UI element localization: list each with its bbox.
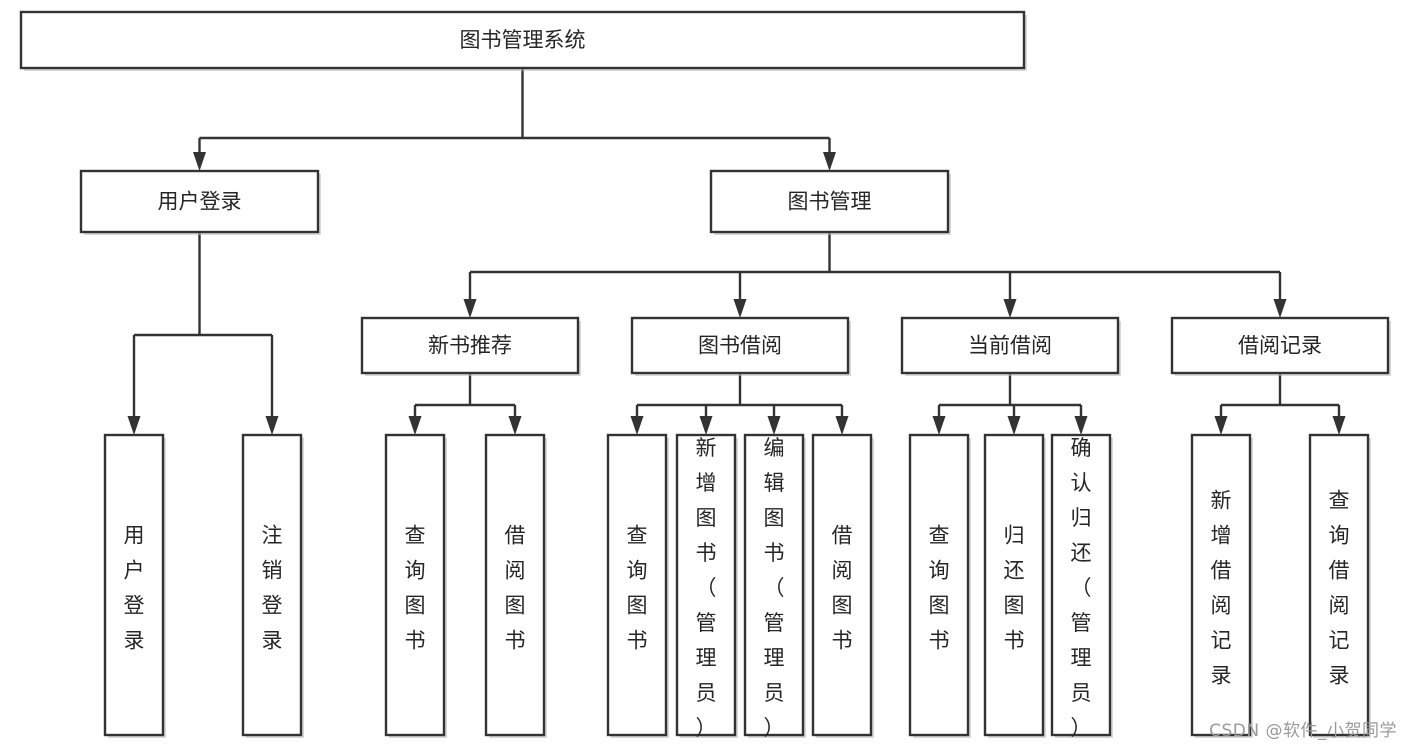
node-box xyxy=(675,433,737,737)
arrow-head-icon xyxy=(193,152,206,171)
arrow-head-icon xyxy=(1003,299,1017,318)
node-label: 图书管理 xyxy=(788,190,872,214)
connector-layer xyxy=(127,68,1346,435)
arrow-head-icon xyxy=(699,416,713,435)
node-leaf-user-logout[interactable]: 注销登录 xyxy=(241,433,304,738)
node-box xyxy=(709,169,950,234)
node-box xyxy=(19,10,1026,70)
node-box xyxy=(103,433,165,737)
node-leaf-borrow-book-2[interactable]: 借阅图书 xyxy=(811,433,874,738)
node-leaf-query-record[interactable]: 查询借阅记录 xyxy=(1308,433,1371,738)
arrow-head-icon xyxy=(630,416,644,435)
arrow-head-icon xyxy=(265,416,279,435)
node-leaf-edit-book[interactable]: 编辑图书（管理员） xyxy=(743,433,806,740)
node-box xyxy=(360,316,580,375)
node-leaf-query-book-1[interactable]: 查询图书 xyxy=(384,433,447,738)
node-label: 查询图书 xyxy=(929,523,950,652)
node-root-图书管理系统[interactable]: 图书管理系统 xyxy=(19,10,1027,71)
connector-current-borrow-to-leaves xyxy=(932,373,1088,435)
node-leaf-add-book[interactable]: 新增图书（管理员） xyxy=(675,433,738,740)
arrow-head-icon xyxy=(1074,416,1088,435)
node-box xyxy=(743,433,805,737)
connector-book-borrow-to-leaves xyxy=(630,373,849,435)
connector-new-book-recommend-to-leaves xyxy=(408,373,522,435)
arrow-head-icon xyxy=(932,416,946,435)
node-layer: 图书管理系统用户登录图书管理新书推荐图书借阅当前借阅借阅记录用户登录注销登录查询… xyxy=(19,10,1391,740)
node-label: 借阅图书 xyxy=(505,523,526,652)
node-label: 新书推荐 xyxy=(428,334,512,358)
watermark-text: CSDN @软件_小贺同学 xyxy=(1209,721,1397,741)
arrow-head-icon xyxy=(127,416,141,435)
node-book-manage[interactable]: 图书管理 xyxy=(709,169,951,235)
node-label: 归还图书 xyxy=(1004,523,1025,652)
connector-root-to-level1 xyxy=(193,68,836,171)
node-box xyxy=(79,169,320,234)
node-box xyxy=(241,433,303,737)
node-box xyxy=(908,433,970,737)
node-label: 图书管理系统 xyxy=(460,28,586,52)
node-leaf-user-login[interactable]: 用户登录 xyxy=(103,433,166,738)
arrow-head-icon xyxy=(1332,416,1346,435)
node-box xyxy=(1050,433,1112,737)
arrow-head-icon xyxy=(823,152,836,171)
arrow-head-icon xyxy=(508,416,522,435)
node-box xyxy=(384,433,446,737)
node-label: 编辑图书（管理员） xyxy=(764,436,785,740)
arrow-head-icon xyxy=(408,416,422,435)
node-label: 新增借阅记录 xyxy=(1211,488,1232,687)
node-new-book-recommend[interactable]: 新书推荐 xyxy=(360,316,581,376)
node-label: 借阅图书 xyxy=(832,523,853,652)
node-user-login[interactable]: 用户登录 xyxy=(79,169,321,235)
node-label: 新增图书（管理员） xyxy=(696,436,717,740)
node-label: 确认归还（管理员） xyxy=(1071,436,1092,740)
node-label: 查询图书 xyxy=(405,523,426,652)
node-label: 查询借阅记录 xyxy=(1329,488,1350,687)
arrow-head-icon xyxy=(1214,416,1228,435)
node-box xyxy=(1308,433,1370,737)
node-label: 用户登录 xyxy=(158,190,242,214)
node-box xyxy=(1190,433,1252,737)
node-book-borrow[interactable]: 图书借阅 xyxy=(630,316,851,376)
node-current-borrow[interactable]: 当前借阅 xyxy=(900,316,1121,376)
arrow-head-icon xyxy=(1273,299,1287,318)
node-box xyxy=(900,316,1120,375)
node-label: 当前借阅 xyxy=(968,334,1052,358)
arrow-head-icon xyxy=(463,299,477,318)
node-box xyxy=(983,433,1045,737)
arrow-head-icon xyxy=(1007,416,1021,435)
node-leaf-confirm-return[interactable]: 确认归还（管理员） xyxy=(1050,433,1113,740)
connector-book-manage-to-level2 xyxy=(463,232,1287,318)
arrow-head-icon xyxy=(733,299,747,318)
node-box xyxy=(606,433,668,737)
arrow-head-icon xyxy=(767,416,781,435)
node-leaf-add-record[interactable]: 新增借阅记录 xyxy=(1190,433,1253,738)
node-leaf-return-book[interactable]: 归还图书 xyxy=(983,433,1046,738)
connector-user-login-to-leaves xyxy=(127,232,279,435)
node-box xyxy=(811,433,873,737)
node-box xyxy=(484,433,546,737)
node-box xyxy=(1170,316,1390,375)
node-label: 借阅记录 xyxy=(1238,334,1322,358)
node-label: 图书借阅 xyxy=(698,334,782,358)
node-leaf-borrow-book-1[interactable]: 借阅图书 xyxy=(484,433,547,738)
node-label: 查询图书 xyxy=(627,523,648,652)
node-leaf-query-book-3[interactable]: 查询图书 xyxy=(908,433,971,738)
connector-borrow-record-to-leaves xyxy=(1214,373,1346,435)
node-borrow-record[interactable]: 借阅记录 xyxy=(1170,316,1391,376)
node-label: 用户登录 xyxy=(124,523,145,652)
arrow-head-icon xyxy=(835,416,849,435)
node-leaf-query-book-2[interactable]: 查询图书 xyxy=(606,433,669,738)
node-label: 注销登录 xyxy=(262,523,283,652)
node-box xyxy=(630,316,850,375)
